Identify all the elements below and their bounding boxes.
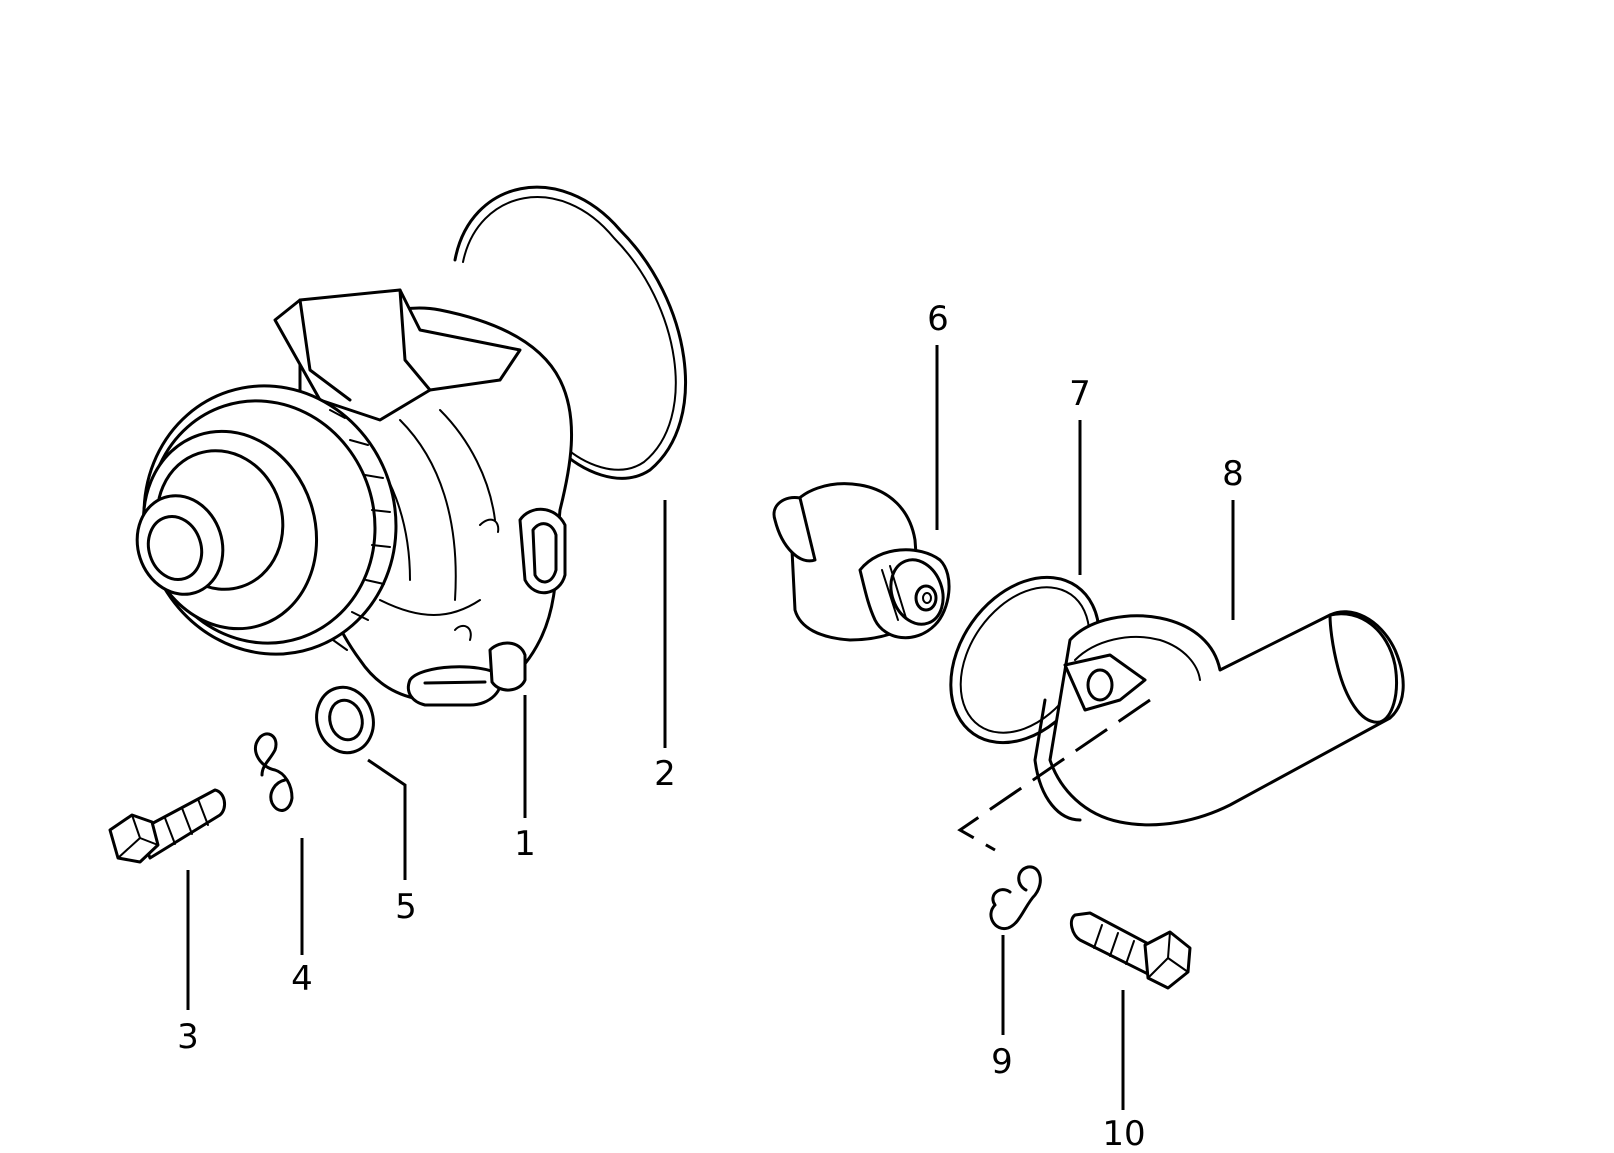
callout-7: 7: [1069, 374, 1091, 414]
callout-2: 2: [654, 754, 676, 794]
assembly-axis-line: [957, 698, 1151, 852]
callout-9: 9: [991, 1042, 1013, 1082]
pump-gasket-ring: [453, 185, 687, 480]
coolant-elbow-housing: [1033, 610, 1405, 827]
lock-clip: [989, 865, 1042, 931]
thermostat: [772, 482, 951, 642]
callout-4: 4: [291, 959, 313, 999]
callout-10: 10: [1102, 1114, 1145, 1153]
callout-3: 3: [177, 1017, 199, 1057]
callout-8: 8: [1222, 454, 1244, 494]
hex-bolt: [1069, 911, 1192, 990]
callout-1: 1: [514, 824, 536, 864]
water-pump: [135, 288, 574, 707]
callout-6: 6: [927, 299, 949, 339]
callout-labels: 1 2 3 4 5 6 7 8 9 10: [177, 299, 1244, 1153]
callout-5: 5: [395, 887, 417, 927]
hex-bolt: [108, 788, 227, 864]
lock-clip: [253, 732, 294, 812]
seal-washer: [315, 685, 375, 755]
leader-lines: [186, 345, 1235, 1110]
